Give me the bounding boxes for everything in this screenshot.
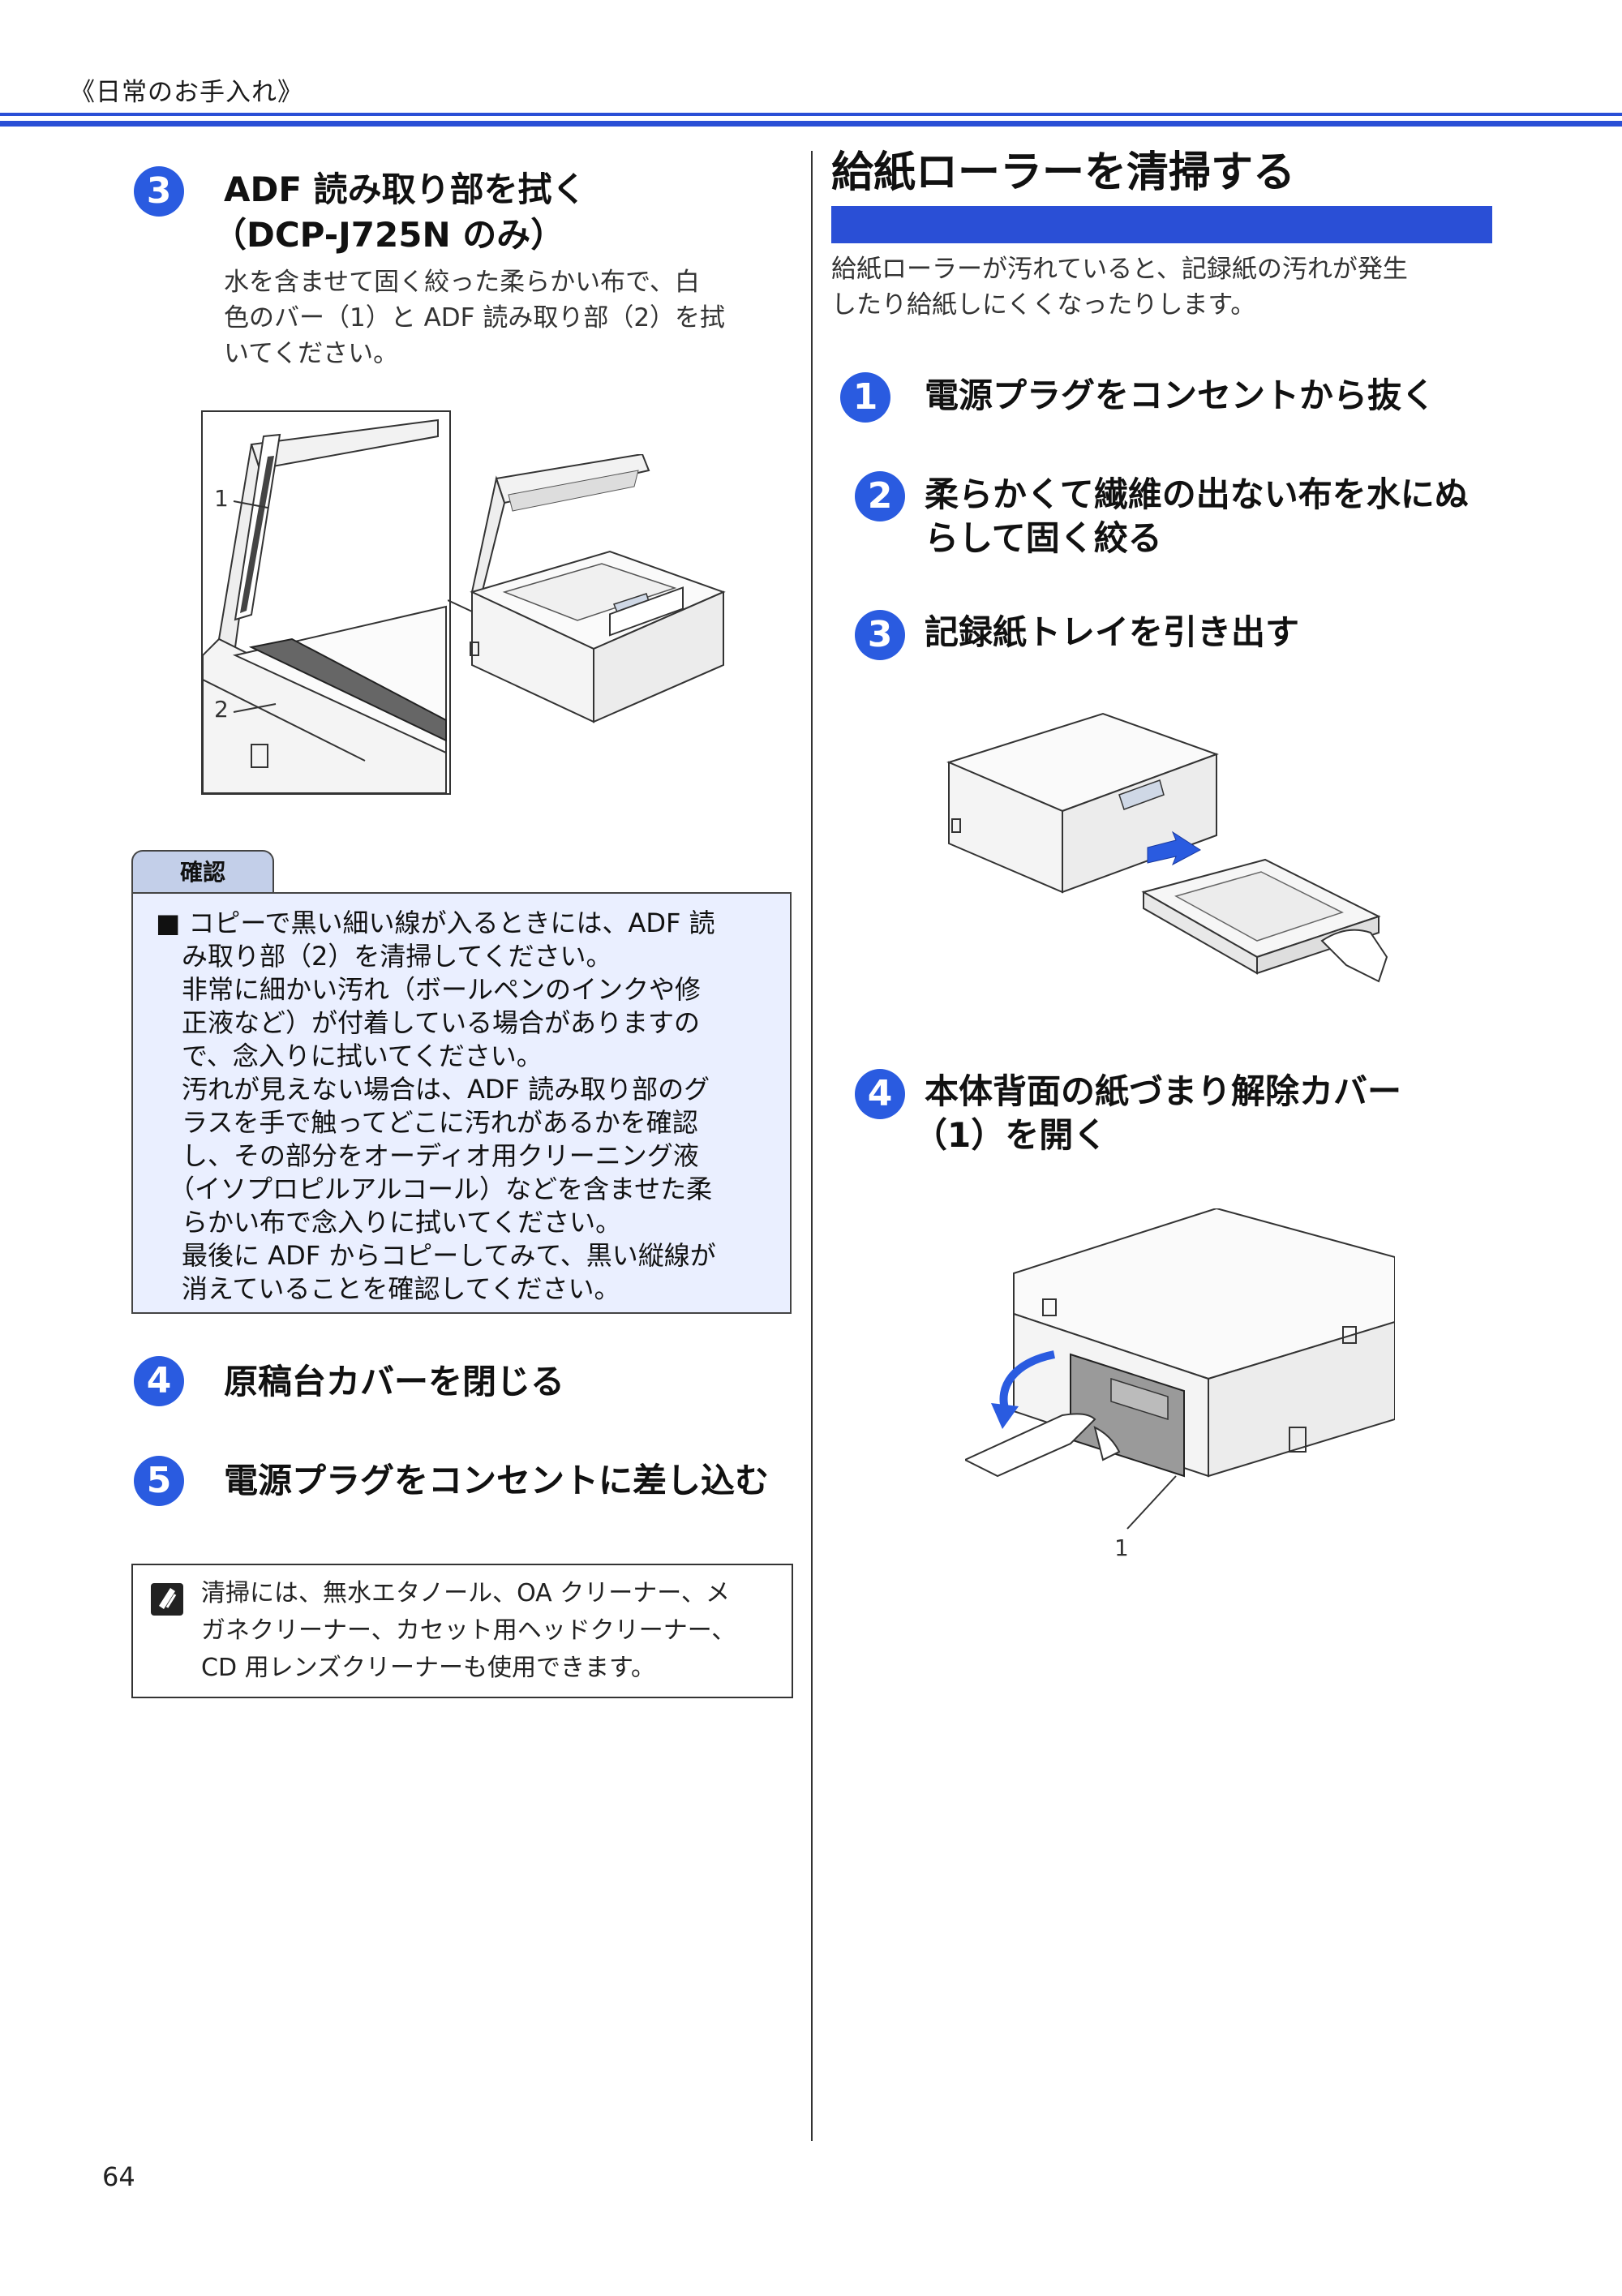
step-badge-left-4: 4 xyxy=(134,1356,184,1406)
rear-cover-illustration xyxy=(965,1208,1395,1530)
kakunin-line: し、その部分をオーディオ用クリーニング液 xyxy=(156,1140,699,1171)
kakunin-line: （イソプロピルアルコール）などを含ませた柔 xyxy=(156,1174,713,1204)
section-title-bar xyxy=(831,206,1492,243)
step-title-pull-tray: 記録紙トレイを引き出す xyxy=(925,612,1300,652)
step-title-cloth-line2: らして固く絞る xyxy=(925,518,1162,558)
step-badge-right-4: 4 xyxy=(855,1069,905,1119)
column-divider xyxy=(811,151,813,2141)
step3-body: 水を含ませて固く絞った柔らかい布で、白 色のバー（1）と ADF 読み取り部（2… xyxy=(224,264,792,371)
step-badge-right-3: 3 xyxy=(855,610,905,660)
section-title: 給紙ローラーを清掃する xyxy=(831,148,1296,197)
step-badge-left-3: 3 xyxy=(134,166,184,217)
intro-line: 給紙ローラーが汚れていると、記録紙の汚れが発生 xyxy=(831,255,1408,284)
kakunin-line: 非常に細かい汚れ（ボールペンのインクや修 xyxy=(156,974,702,1005)
step3-body-line: 色のバー（1）と ADF 読み取り部（2）を拭 xyxy=(224,303,726,333)
section-intro: 給紙ローラーが汚れていると、記録紙の汚れが発生 したり給紙しにくくなったりします… xyxy=(831,251,1496,323)
header-rule-thin xyxy=(0,113,1622,116)
step3-body-line: 水を含ませて固く絞った柔らかい布で、白 xyxy=(224,268,700,297)
kakunin-text: ■ コピーで黒い細い線が入るときには、ADF 読 み取り部（2）を清掃してくださ… xyxy=(156,907,780,1306)
step-title-close-cover: 原稿台カバーを閉じる xyxy=(224,1362,565,1401)
kakunin-line: み取り部（2）を清掃してください。 xyxy=(156,941,612,972)
kakunin-line: ラスを手で触ってどこに汚れがあるかを確認 xyxy=(156,1107,698,1138)
kakunin-line: 最後に ADF からコピーしてみて、黒い縦線が xyxy=(156,1240,716,1271)
step-badge-right-2: 2 xyxy=(855,471,905,521)
memo-icon xyxy=(151,1583,183,1616)
note-line: 清掃には、無水エタノール、OA クリーナー、メ xyxy=(201,1579,730,1607)
printer-open-illustration xyxy=(448,454,726,723)
kakunin-line: 消えていることを確認してください。 xyxy=(156,1273,620,1304)
kakunin-line: ■ コピーで黒い細い線が入るときには、ADF 読 xyxy=(156,908,715,938)
tray-pull-illustration xyxy=(946,712,1388,983)
intro-line: したり給紙しにくくなったりします。 xyxy=(831,290,1256,320)
note-line: CD 用レンズクリーナーも使用できます。 xyxy=(201,1654,655,1682)
step-title-open-cover-line1: 本体背面の紙づまり解除カバー xyxy=(925,1071,1402,1111)
page-number: 64 xyxy=(102,2161,135,2192)
step3-body-line: いてください。 xyxy=(224,339,399,368)
kakunin-line: で、念入りに拭いてください。 xyxy=(156,1041,543,1071)
kakunin-line: 正液など）が付着している場合がありますの xyxy=(156,1007,701,1038)
step-title-adf-line2: （DCP-J725N のみ） xyxy=(212,215,565,255)
figure-label-2: 2 xyxy=(214,696,229,723)
header-rule-thick xyxy=(0,121,1622,127)
figure-label-1: 1 xyxy=(214,485,229,512)
adf-closeup-illustration xyxy=(203,418,447,793)
step-title-adf-line1: ADF 読み取り部を拭く xyxy=(224,170,586,209)
kakunin-tab: 確認 xyxy=(131,850,274,894)
step-title-open-cover-line2: （1）を開く xyxy=(913,1115,1108,1155)
step-title-unplug: 電源プラグをコンセントから抜く xyxy=(925,376,1436,415)
rear-figure-label-1: 1 xyxy=(1114,1534,1129,1561)
adf-closeup-figure xyxy=(201,410,451,795)
chapter-header: 《日常のお手入れ》 xyxy=(70,78,303,107)
step-badge-right-1: 1 xyxy=(840,372,890,423)
kakunin-line: 汚れが見えない場合は、ADF 読み取り部のグ xyxy=(156,1074,710,1105)
note-box xyxy=(131,1564,793,1698)
note-text: 清掃には、無水エタノール、OA クリーナー、メ ガネクリーナー、カセット用ヘッド… xyxy=(201,1575,785,1687)
note-line: ガネクリーナー、カセット用ヘッドクリーナー、 xyxy=(201,1616,736,1645)
step-badge-left-5: 5 xyxy=(134,1456,184,1506)
kakunin-box xyxy=(131,892,792,1314)
step-title-cloth-line1: 柔らかくて繊維の出ない布を水にぬ xyxy=(925,474,1469,514)
kakunin-line: らかい布で念入りに拭いてください。 xyxy=(156,1207,622,1238)
step-title-plug-in: 電源プラグをコンセントに差し込む xyxy=(224,1461,770,1500)
